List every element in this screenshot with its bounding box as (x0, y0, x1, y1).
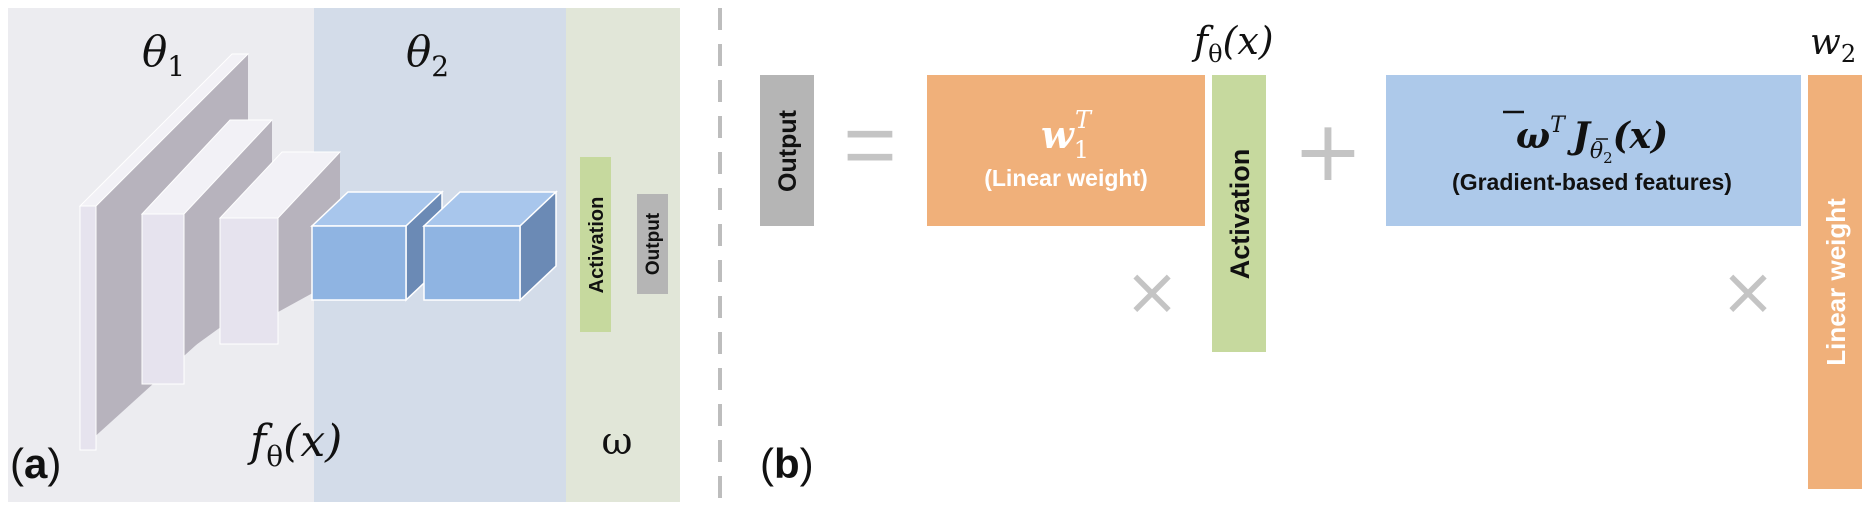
layer-slab-3 (218, 151, 342, 345)
w2-label: w2 (1810, 22, 1856, 68)
activation-bar-a (580, 157, 611, 332)
f-theta-label-b: fθ(x) (1191, 19, 1274, 68)
layer-slab-2 (140, 119, 274, 385)
gradient-caption: (Gradient-based features) (1452, 169, 1732, 195)
linear-weight-bar-w2 (1808, 75, 1862, 489)
output-label-b: Output (774, 109, 802, 192)
theta2-label: θ2 (406, 27, 449, 83)
activation-bar-b (1212, 75, 1266, 352)
linear-weight-label-w2: Linear weight (1821, 198, 1851, 366)
activation-label-a: Activation (586, 197, 608, 294)
equals-sign: = (843, 94, 897, 196)
w1-caption: (Linear weight) (984, 165, 1148, 191)
linear-weight-block-w1 (927, 75, 1205, 226)
panel-a: Activation Output θ1 θ2 fθ(x) ω (a) (8, 8, 680, 502)
feature-cube-1 (310, 190, 444, 302)
gradient-features-block (1386, 75, 1801, 226)
output-block-b (760, 75, 814, 226)
panel-a-label: (a) (10, 440, 61, 487)
activation-label-b: Activation (1225, 149, 1255, 280)
f-theta-label-a: fθ(x) (247, 416, 342, 473)
plus-sign: + (1293, 102, 1363, 200)
omega-label: ω (602, 419, 633, 463)
output-bar-a (637, 194, 668, 294)
times-sign-2: × (1720, 253, 1775, 330)
panel-b-label: (b) (760, 440, 814, 487)
theta1-label: θ1 (142, 27, 185, 83)
times-sign-1: × (1124, 253, 1179, 330)
feature-cube-2 (422, 190, 558, 302)
output-label-a: Output (643, 212, 664, 275)
w1-formula: w1T (1041, 106, 1093, 164)
panel-b: Output = w1T (Linear weight) fθ(x) Activ… (760, 19, 1862, 489)
